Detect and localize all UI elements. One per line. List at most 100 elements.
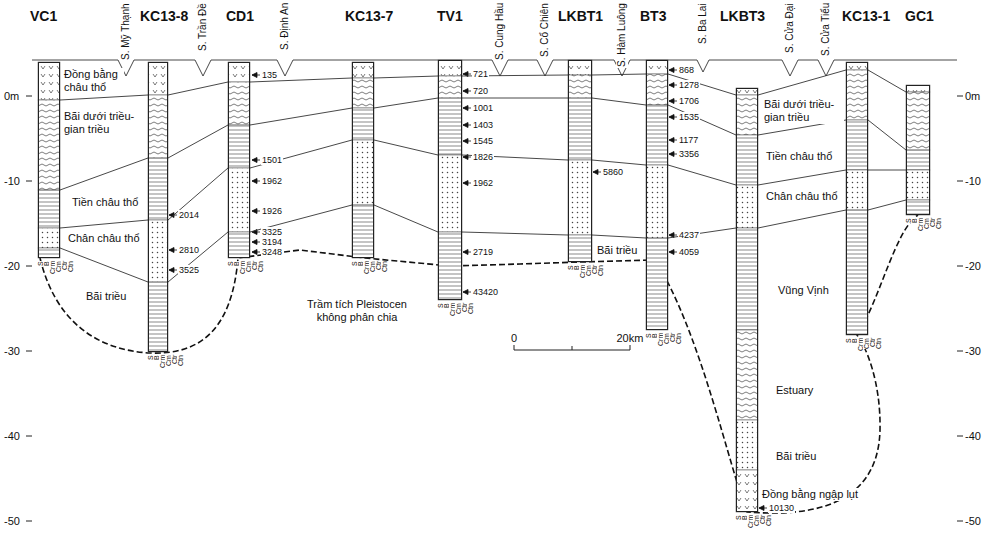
age-date: 1826: [472, 152, 494, 162]
age-date: 3356: [678, 149, 700, 159]
section-graphic: [228, 168, 250, 232]
age-date: 3325: [261, 227, 283, 237]
depth-label: -20: [965, 259, 981, 273]
correlation-line: [758, 70, 846, 95]
river-name: S. Cung Hầu: [494, 2, 506, 61]
section-graphic: [646, 238, 668, 330]
scale-bar: [514, 345, 630, 350]
section-graphic: [736, 185, 758, 228]
borehole-name: LKBT3: [720, 8, 765, 24]
section-graphic: [568, 75, 592, 98]
facies-label: Estuary: [776, 384, 813, 397]
section-graphic: [352, 62, 374, 78]
age-date: 135: [261, 70, 278, 80]
depth-label: -20: [4, 259, 20, 273]
depth-label: 0m: [965, 89, 980, 103]
depth-label: -30: [4, 344, 20, 358]
section-graphic: [228, 82, 250, 125]
section-graphic: [148, 282, 168, 352]
age-date: 4237: [678, 230, 700, 240]
correlation-line: [168, 82, 228, 95]
section-graphic: [38, 248, 60, 258]
facies-label: Tiền châu thổ: [766, 150, 832, 163]
borehole-name: TV1: [437, 8, 463, 24]
section-graphic: [906, 170, 930, 200]
facies-label: Chân châu thổ: [68, 232, 140, 245]
borehole-name: VC1: [30, 8, 57, 24]
age-date: 3525: [178, 265, 200, 275]
section-graphic: [148, 95, 168, 158]
section-graphic: [38, 190, 60, 228]
facies-label: Trầm tích Pleistocen không phân chia: [292, 298, 422, 324]
grain-size-label: Ctn: [467, 303, 474, 314]
correlation-line: [374, 140, 438, 155]
pleistocene-boundary: [40, 215, 918, 513]
correlation-line: [168, 125, 228, 158]
ground-surface: [32, 60, 957, 76]
river-name: S. Định An: [279, 2, 291, 51]
correlation-line: [462, 232, 568, 235]
depth-label: -10: [965, 174, 981, 188]
section-graphic: [736, 135, 758, 185]
correlation-line: [60, 248, 148, 282]
correlation-line: [168, 232, 228, 282]
facies-label: Bãi dưới triều-gian triều: [64, 110, 144, 136]
depth-label: -50: [965, 514, 981, 528]
grain-size-label: Ctn: [67, 261, 74, 272]
borehole-name: KC13-1: [842, 8, 890, 24]
section-graphic: [352, 78, 374, 108]
borehole-name: GC1: [905, 8, 934, 24]
section-graphic: [438, 60, 462, 76]
section-graphic: [38, 100, 60, 190]
section-graphic: [846, 120, 868, 170]
borehole-column: KC13-7: [352, 62, 374, 258]
correlation-line: [592, 160, 646, 165]
borehole-name: CD1: [226, 8, 254, 24]
correlation-line: [250, 140, 352, 168]
section-graphic: [148, 158, 168, 220]
age-date: 3194: [261, 237, 283, 247]
section-graphic: [38, 228, 60, 248]
section-graphic: [846, 70, 868, 120]
facies-label: Bãi triều: [597, 244, 637, 257]
section-graphic: [906, 85, 930, 92]
section-graphic: [352, 140, 374, 205]
age-date: 1501: [261, 155, 283, 165]
lithology-columns: [38, 60, 930, 512]
section-graphic: [568, 160, 592, 235]
depth-label: 0m: [4, 89, 19, 103]
correlation-line: [374, 98, 438, 108]
depth-label: -50: [4, 514, 20, 528]
borehole-column: TV1: [438, 60, 462, 300]
borehole-column: VC1: [38, 62, 60, 258]
correlation-line: [668, 165, 736, 185]
age-date: 1535: [678, 112, 700, 122]
section-graphic: [736, 88, 758, 95]
borehole-column: KC13-8: [148, 62, 168, 352]
depth-ticks: [26, 96, 963, 521]
section-graphic: [438, 98, 462, 155]
facies-label: Đồng bằng châu thổ: [64, 68, 124, 94]
section-graphic: [568, 235, 592, 262]
section-graphic: [906, 200, 930, 215]
section-graphic: [736, 95, 758, 135]
river-name: S. Hàm Luông: [616, 2, 628, 68]
section-graphic: [846, 62, 868, 70]
section-graphic: [846, 170, 868, 210]
facies-label: Chân châu thổ: [766, 190, 838, 203]
section-graphic: [568, 60, 592, 75]
facies-label: Bãi triều: [86, 290, 126, 303]
grain-size-label: Ctn: [765, 515, 772, 526]
age-date: 5860: [602, 167, 624, 177]
scale-label: 0: [511, 332, 517, 345]
grain-size-label: Ctn: [875, 338, 882, 349]
age-date: 2719: [472, 247, 494, 257]
section-graphic: [646, 60, 668, 74]
correlation-line: [868, 170, 906, 171]
section-graphic: [352, 108, 374, 140]
section-graphic: [646, 165, 668, 238]
age-date: 10130: [768, 503, 795, 513]
section-graphic: [736, 228, 758, 330]
